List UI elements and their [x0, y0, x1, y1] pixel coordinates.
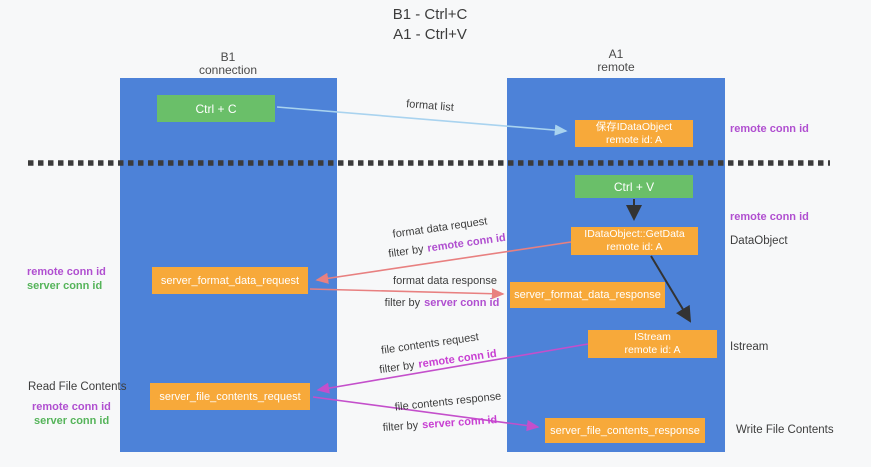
istream-side-label: Istream	[730, 341, 769, 353]
format-data-request-arrow	[315, 241, 572, 284]
ctrl-c-box: Ctrl + C	[157, 95, 275, 122]
left-remote-conn-id-label-1: remote conn id	[27, 266, 106, 278]
write-file-contents-label: Write File Contents	[736, 424, 834, 436]
ctrl-v-box: Ctrl + V	[575, 175, 693, 198]
server-file-contents-response-label: server_file_contents_response	[550, 424, 700, 437]
server-format-data-response-label: server_format_data_response	[514, 289, 661, 301]
lane-header-a1: A1 remote	[546, 48, 686, 74]
format-data-response-label: format data response	[393, 275, 497, 287]
diagram-title: B1 - Ctrl+C A1 - Ctrl+V	[330, 5, 530, 45]
idataobject-getdata-box: IDataObject::GetData remote id: A	[571, 227, 698, 255]
saved-idataobject-line1: 保存IDataObject	[595, 120, 673, 133]
title-line-2: A1 - Ctrl+V	[393, 26, 467, 43]
getdata-line1: IDataObject::GetData	[584, 228, 685, 240]
read-file-contents-label: Read File Contents	[28, 381, 127, 393]
left-server-conn-id-label-2: server conn id	[34, 415, 110, 427]
left-remote-conn-id-label-2: remote conn id	[32, 401, 111, 413]
lane-a1-role: remote	[597, 60, 635, 74]
format-data-response-arrow	[309, 288, 505, 300]
ctrl-v-label: Ctrl + V	[613, 179, 655, 194]
server-format-data-response-box: server_format_data_response	[510, 282, 665, 308]
filter-by-text: filter by	[384, 297, 421, 309]
lane-a1-name: A1	[608, 47, 624, 61]
saved-idataobject-line2: remote id: A	[605, 133, 663, 146]
dataobject-label: DataObject	[730, 235, 788, 247]
title-line-1: B1 - Ctrl+C	[392, 6, 468, 23]
format-list-arrow	[276, 106, 568, 136]
lane-b1-role: connection	[198, 63, 258, 77]
server-file-contents-response-box: server_file_contents_response	[545, 418, 705, 443]
server-file-contents-request-box: server_file_contents_request	[150, 383, 310, 410]
getdata-to-istream-arrow	[650, 255, 692, 323]
getdata-line2: remote id: A	[606, 241, 663, 253]
lane-b1-name: B1	[220, 50, 236, 64]
file-contents-response-arrow	[312, 396, 540, 432]
istream-line2: remote id: A	[624, 344, 681, 356]
server-conn-id-text: server conn id	[424, 297, 500, 309]
server-format-data-request-box: server_format_data_request	[152, 267, 308, 294]
filter-by-text: filter by	[382, 419, 419, 434]
left-server-conn-id-label-1: server conn id	[27, 280, 103, 292]
istream-box: IStream remote id: A	[588, 330, 717, 358]
ctrl-c-label: Ctrl + C	[195, 101, 237, 116]
server-format-data-request-label: server_format_data_request	[160, 274, 300, 287]
right-remote-conn-id-label-1: remote conn id	[730, 123, 809, 135]
saved-idataobject-box: 保存IDataObject remote id: A	[575, 120, 693, 147]
right-remote-conn-id-label-2: remote conn id	[730, 211, 809, 223]
server-file-contents-request-label: server_file_contents_request	[159, 390, 301, 403]
file-contents-request-arrow	[316, 343, 589, 394]
istream-line1: IStream	[634, 331, 671, 343]
lane-header-b1: B1 connection	[158, 51, 298, 77]
